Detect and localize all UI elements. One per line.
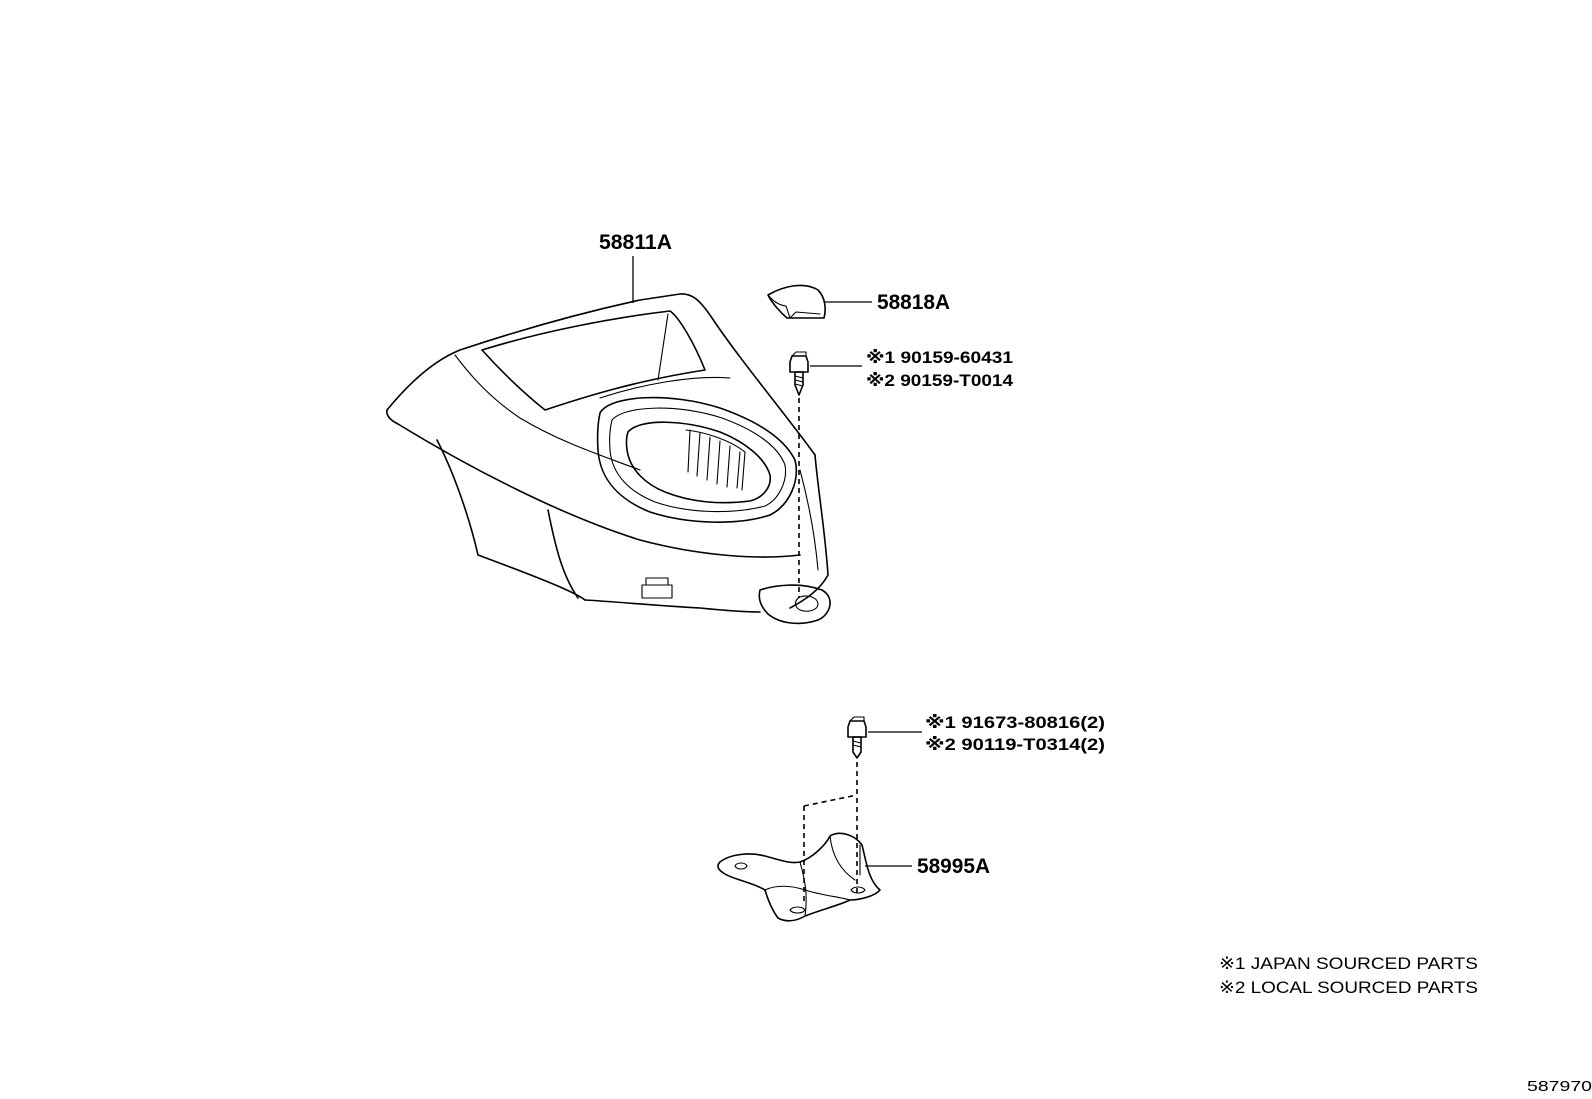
console-box-drawing	[386, 293, 831, 625]
bolt-lower-ref-japan: ※1 91673-80816(2)	[925, 714, 1105, 732]
legend-line-japan: ※1 JAPAN SOURCED PARTS	[1219, 955, 1478, 973]
console-box-label: 58811A	[599, 231, 672, 254]
bolt-lower-ref-local: ※2 90119-T0314(2)	[925, 736, 1105, 754]
cap-label: 58818A	[877, 291, 950, 314]
bracket-label: 58995A	[917, 855, 990, 878]
cap-drawing	[767, 284, 826, 319]
screw-upper-drawing	[789, 351, 809, 396]
screw-upper-ref-japan: ※1 90159-60431	[866, 349, 1013, 367]
legend-line-local: ※2 LOCAL SOURCED PARTS	[1219, 979, 1478, 997]
bracket-dashed-lines	[803, 762, 858, 905]
screw-upper-ref-local: ※2 90159-T0014	[866, 372, 1014, 390]
legend: ※1 JAPAN SOURCED PARTS ※2 LOCAL SOURCED …	[1219, 955, 1478, 997]
diagram-id: 587970	[1527, 1078, 1592, 1095]
bolt-lower-drawing	[847, 716, 867, 759]
bracket-drawing	[717, 832, 881, 922]
